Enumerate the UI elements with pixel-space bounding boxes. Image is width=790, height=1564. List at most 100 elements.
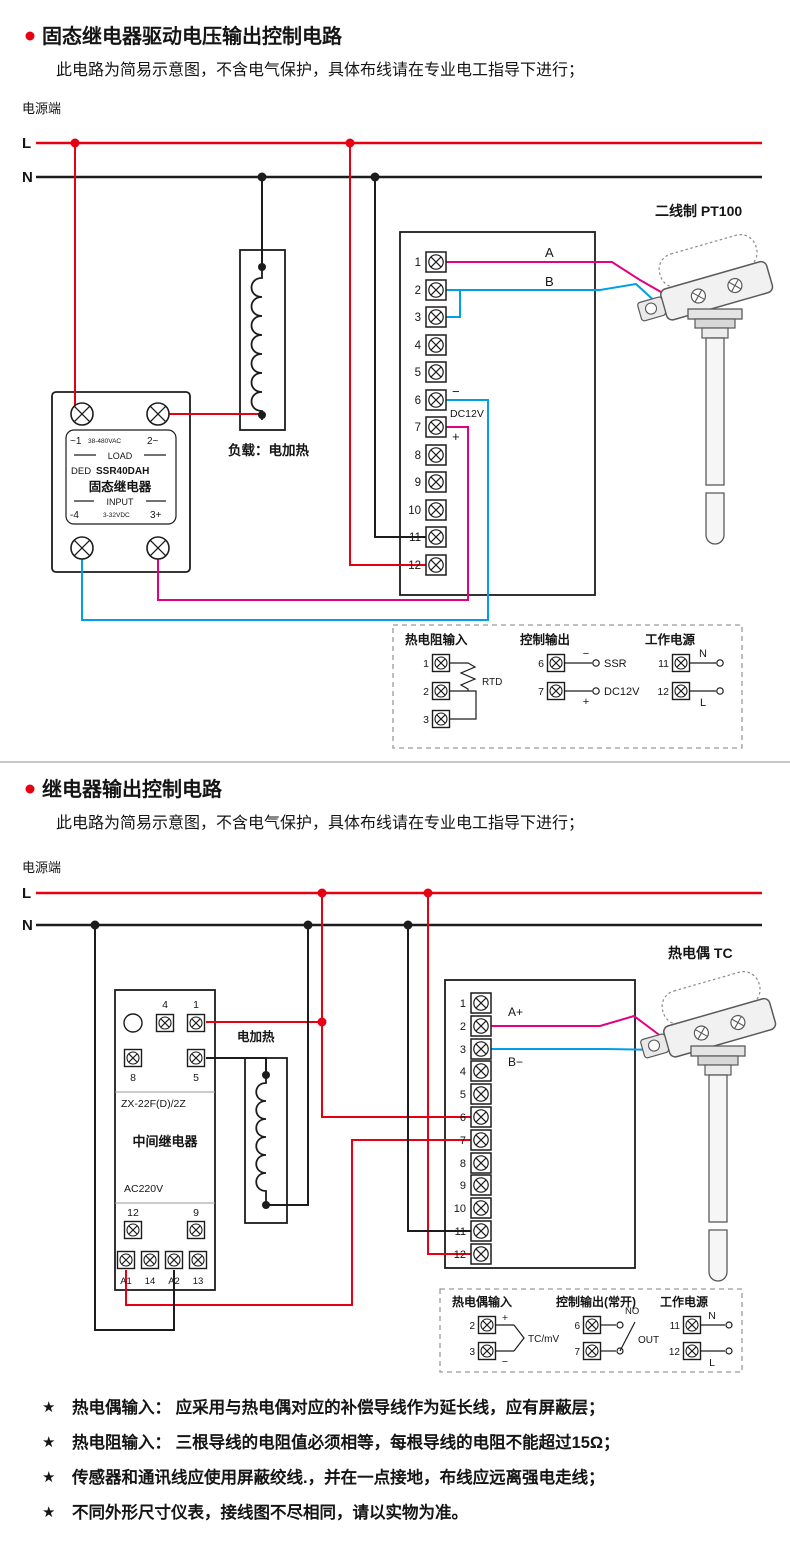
terminal-number: 1 bbox=[460, 998, 466, 1010]
ssr-ac-range: 38-480VAC bbox=[88, 438, 121, 445]
relay-terminal-label: 8 bbox=[130, 1072, 136, 1084]
terminal-screw bbox=[425, 526, 447, 548]
relay-terminal-label: A2 bbox=[168, 1276, 180, 1287]
terminal-number: 4 bbox=[415, 340, 422, 352]
ssr-ded-label: DED bbox=[71, 466, 91, 477]
ssr-terminal-screw bbox=[70, 536, 94, 560]
legend-terminal-number: 1 bbox=[423, 658, 429, 670]
terminal-screw bbox=[546, 653, 566, 673]
terminal-screw bbox=[425, 554, 447, 576]
wire-l-to-terminal12 bbox=[349, 143, 426, 566]
thermocouple-sensor bbox=[628, 965, 778, 1282]
legend-l-label: L bbox=[700, 697, 706, 709]
relay-terminal-label: 1 bbox=[193, 999, 199, 1011]
junction-dot bbox=[317, 888, 327, 898]
ssr-dc-right: 3+ bbox=[150, 510, 162, 521]
star-icon: ★ bbox=[42, 1504, 55, 1521]
terminal-screw bbox=[477, 1341, 497, 1361]
terminal-screw bbox=[425, 499, 447, 521]
line-n-label: N bbox=[22, 917, 33, 934]
power-side-label: 电源端 bbox=[22, 860, 61, 875]
terminal-screw bbox=[582, 1315, 602, 1335]
legend-node bbox=[716, 687, 724, 695]
sensor-label: 热电偶 TC bbox=[668, 945, 733, 961]
wire-load-to-n bbox=[266, 925, 309, 1206]
terminal-screw bbox=[470, 1152, 492, 1174]
relay-terminal-label: A1 bbox=[120, 1276, 132, 1287]
footer-notes: ★ 热电偶输入： 应采用与热电偶对应的补偿导线作为延长线，应有屏蔽层； ★ 热电… bbox=[42, 1397, 620, 1522]
terminal-screw bbox=[682, 1341, 702, 1361]
terminal-screw bbox=[164, 1250, 184, 1270]
relay-terminal-label: 12 bbox=[127, 1207, 139, 1219]
ssr-label-panel bbox=[65, 429, 177, 525]
relay-terminal-label: 13 bbox=[193, 1276, 204, 1287]
terminal-screw bbox=[671, 653, 691, 673]
bullet-icon bbox=[25, 31, 35, 41]
wire-n-to-terminal11 bbox=[407, 925, 471, 1232]
legend-n-label: N bbox=[699, 648, 707, 660]
wire-l-to-terminal12 bbox=[427, 893, 471, 1255]
line-n-label: N bbox=[22, 169, 33, 186]
terminal-screw bbox=[425, 444, 447, 466]
legend-output-title: 控制输出(常开) bbox=[556, 1294, 636, 1309]
legend-tc-bracket bbox=[513, 1324, 525, 1352]
terminal-screw bbox=[188, 1250, 208, 1270]
legend-node bbox=[716, 659, 724, 667]
terminal-screw bbox=[155, 1013, 175, 1033]
ssr-ac-left: ~1 bbox=[70, 436, 82, 447]
terminal-screw bbox=[470, 1038, 492, 1060]
terminal-screw bbox=[431, 709, 451, 729]
relay-model: ZX-22F(D)/2Z bbox=[121, 1098, 186, 1110]
junction-dot bbox=[423, 888, 433, 898]
terminal-screw bbox=[470, 1129, 492, 1151]
terminal-number: 11 bbox=[409, 532, 421, 544]
bullet-icon bbox=[25, 784, 35, 794]
pt100-sensor bbox=[625, 228, 775, 545]
legend-plus: + bbox=[583, 696, 589, 708]
wire-sensor-a bbox=[491, 1014, 667, 1041]
wire-label-b-minus: B− bbox=[508, 1055, 523, 1069]
note-line: 热电阻输入： 三根导线的电阻值必须相等，每根导线的电阻不能超过15Ω； bbox=[72, 1432, 620, 1452]
terminal-number: 10 bbox=[408, 505, 421, 517]
junction-dot bbox=[70, 138, 80, 148]
legend-n-label: N bbox=[708, 1310, 716, 1322]
legend-terminal-number: 2 bbox=[423, 686, 429, 698]
line-l-label: L bbox=[22, 135, 31, 152]
ssr-terminal-screw bbox=[70, 402, 94, 426]
legend-rtd-title: 热电阻输入 bbox=[405, 632, 468, 647]
ssr-input-label: INPUT bbox=[107, 497, 135, 507]
jumper-terminal2-3 bbox=[446, 289, 461, 318]
terminal-number: 8 bbox=[460, 1158, 466, 1170]
relay-terminal-label: 4 bbox=[162, 999, 168, 1011]
line-l-label: L bbox=[22, 885, 31, 902]
ssr-model: SSR40DAH bbox=[96, 466, 149, 477]
junction-dot bbox=[257, 172, 267, 182]
terminal-number: 7 bbox=[415, 422, 421, 434]
legend-tc-title: 热电偶输入 bbox=[452, 1294, 512, 1309]
legend-terminal-number: 12 bbox=[657, 686, 669, 698]
terminal-screw bbox=[116, 1250, 136, 1270]
terminal-screw bbox=[470, 1083, 492, 1105]
legend-node bbox=[592, 659, 600, 667]
legend-terminal-number: 3 bbox=[423, 714, 429, 726]
legend-terminal-number: 2 bbox=[469, 1321, 475, 1332]
section-relay-circuit: 继电器输出控制电路 此电路为简易示意图，不含电气保护，具体布线请在专业电工指导下… bbox=[22, 777, 778, 1373]
wire-label-b: B bbox=[545, 274, 554, 289]
terminal-number: 5 bbox=[460, 1089, 466, 1101]
relay-coil-voltage: AC220V bbox=[124, 1183, 163, 1195]
terminal-screw bbox=[582, 1341, 602, 1361]
terminal-number: 7 bbox=[460, 1135, 466, 1147]
legend-tc-label: TC/mV bbox=[528, 1334, 559, 1345]
terminal-screw bbox=[470, 992, 492, 1014]
wire-ssr-minus-to-terminal6 bbox=[81, 399, 489, 621]
junction-dot bbox=[370, 172, 380, 182]
star-icon: ★ bbox=[42, 1399, 55, 1416]
terminal-screw bbox=[425, 251, 447, 273]
legend-plus: + bbox=[502, 1312, 508, 1324]
legend-power-title: 工作电源 bbox=[645, 632, 696, 647]
legend-rtd-label: RTD bbox=[482, 677, 502, 688]
load-bottom-dot bbox=[262, 1201, 270, 1209]
dc12v-label: DC12V bbox=[450, 408, 484, 420]
junction-dot bbox=[303, 920, 313, 930]
